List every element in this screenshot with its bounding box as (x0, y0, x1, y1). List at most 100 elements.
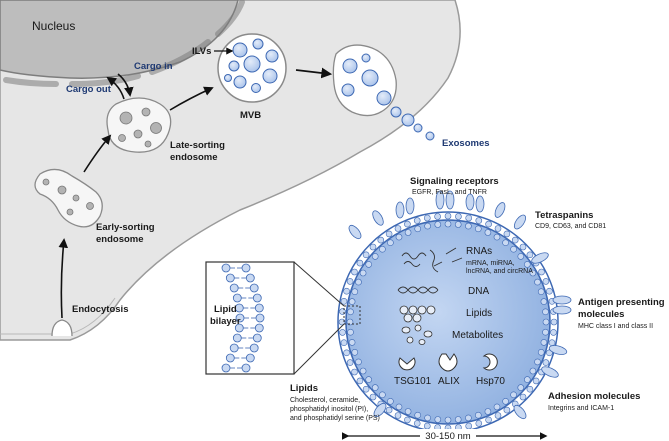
membrane-bead (538, 268, 545, 276)
membrane-bead (369, 243, 377, 251)
membrane-bead (365, 261, 373, 268)
membrane-bead (493, 233, 501, 241)
lipid-head (254, 303, 264, 313)
lipids-title: Lipids (290, 383, 318, 394)
adhesion-detail: Integrins and ICAM-1 (548, 405, 614, 412)
tetraspanins-title: Tetraspanins (535, 210, 593, 221)
mvb-label: MVB (240, 110, 261, 121)
lipids-detail: Cholesterol, ceramide, phosphatidyl inos… (290, 397, 380, 422)
membrane-bead (540, 298, 548, 305)
membrane-bead (493, 403, 501, 411)
membrane-bead (444, 416, 452, 424)
lipid-head (245, 273, 255, 283)
membrane-bead (550, 329, 557, 336)
membrane-bead (413, 217, 421, 224)
membrane-bead (465, 214, 473, 222)
signaling-detail: EGFR, FasL, and TNFR (412, 189, 487, 196)
membrane-bead (510, 391, 517, 399)
cargo-rnas-label: RNAs (466, 246, 492, 257)
membrane-bead (356, 377, 364, 385)
membrane-bead (503, 230, 511, 238)
arrow-mvb-to-exosomes (295, 67, 333, 79)
membrane-bead (348, 298, 356, 305)
membrane-bead (377, 236, 385, 244)
membrane-bead (387, 239, 394, 246)
membrane-bead (340, 339, 348, 347)
membrane-bead (434, 416, 442, 423)
membrane-bead (537, 348, 545, 356)
membrane-bead (371, 384, 379, 391)
membrane-bead (511, 236, 519, 244)
membrane-bead (362, 385, 370, 393)
exosomes-label: Exosomes (442, 138, 490, 149)
membrane-bead (517, 253, 525, 260)
membrane-bead (394, 225, 402, 232)
membrane-bead (404, 229, 412, 236)
membrane-bead (395, 233, 403, 241)
membrane-bead (484, 229, 492, 236)
membrane-bead (474, 411, 482, 419)
membrane-bead (343, 287, 350, 295)
membrane-bead (455, 213, 462, 220)
membrane-bead (542, 308, 549, 316)
cargo-out-label: Cargo out (66, 84, 112, 95)
membrane-bead (517, 384, 525, 391)
lipid-droplets (399, 305, 436, 323)
membrane-bead (454, 416, 462, 423)
lipid-head (232, 293, 242, 303)
cargo-in-arrow (117, 73, 134, 97)
membrane-bead (362, 251, 370, 259)
membrane-bead (351, 368, 358, 376)
early-sorting-endosome (34, 168, 103, 228)
membrane-bead (347, 308, 354, 316)
membrane-bead (526, 251, 534, 259)
membrane-bead (365, 376, 373, 383)
membrane-bead (465, 422, 473, 430)
membrane-bead (346, 359, 354, 366)
membrane-bead (339, 308, 346, 315)
membrane-bead (523, 261, 531, 268)
membrane-bead (485, 416, 492, 424)
lipid-head (249, 283, 259, 293)
surface-receptors (348, 190, 572, 441)
membrane-bead (340, 297, 348, 305)
membrane-bead (414, 411, 422, 419)
membrane-bead (404, 416, 411, 424)
metabolite-dots (401, 324, 433, 345)
membrane-bead (454, 221, 462, 228)
nucleus-label: Nucleus (32, 19, 75, 33)
membrane-bead (542, 318, 550, 326)
membrane-bead (542, 328, 549, 336)
lipid-bilayer-label: Lipid bilayer (210, 304, 241, 327)
membrane-bead (423, 422, 431, 430)
membrane-bead (414, 225, 422, 233)
membrane-bead (529, 367, 537, 375)
membrane-bead (510, 245, 517, 253)
protein-hsp70: Hsp70 (476, 376, 505, 387)
membrane-bead (542, 359, 550, 366)
membrane-bead (503, 406, 511, 414)
membrane-bead (532, 377, 540, 385)
membrane-bead (494, 225, 502, 232)
membrane-bead (502, 239, 509, 246)
membrane-bead (413, 420, 421, 427)
lipid-head (229, 343, 239, 353)
protein-alix: ALIX (438, 376, 460, 387)
membrane-bead (465, 222, 472, 230)
lipid-head (252, 293, 262, 303)
cargo-metabolites-label: Metabolites (452, 330, 503, 341)
membrane-bead (379, 391, 386, 399)
membrane-bead (434, 221, 442, 228)
membrane-bead (371, 253, 379, 260)
exosome-particle (337, 211, 559, 433)
membrane-bead (523, 376, 531, 383)
membrane-bead (346, 278, 354, 285)
lipid-head (225, 273, 235, 283)
membrane-bead (546, 287, 553, 295)
membrane-bead (356, 259, 364, 267)
membrane-bead (502, 397, 509, 405)
membrane-bead (339, 329, 346, 336)
membrane-bead (424, 222, 431, 230)
membrane-bead (404, 220, 411, 228)
lipid-head (254, 323, 264, 333)
